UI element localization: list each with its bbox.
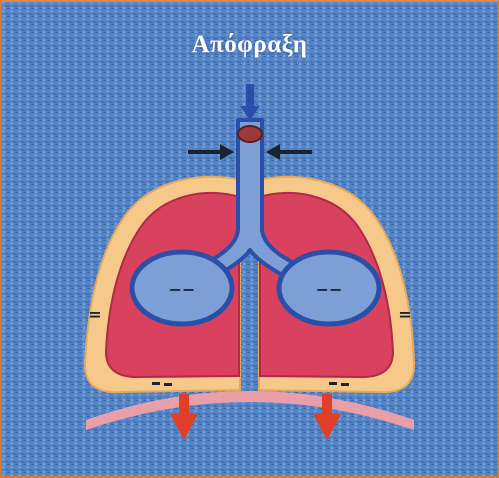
left-pleura-sign: = [88, 305, 101, 324]
right-bulb-sign: −− [316, 280, 343, 299]
left-bulb-sign: −− [169, 280, 196, 299]
obstruction [238, 126, 262, 142]
diagram-title: Απόφραξη [2, 31, 497, 59]
right-pleura-sign: = [398, 305, 411, 324]
